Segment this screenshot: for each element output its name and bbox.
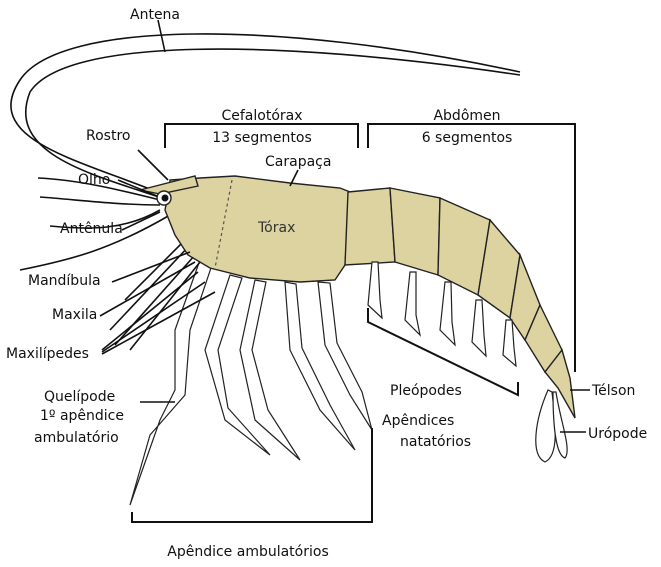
label-mandibula: Mandíbula [28,273,101,289]
label-quelipode-2: 1º apêndice [40,408,124,424]
antennule-1 [37,177,161,201]
pleopod-1 [367,261,383,320]
label-uropode: Urópode [588,426,647,442]
abdomen [344,187,576,419]
label-apendices-2: natatórios [400,434,471,450]
leader-maxilipedes-3 [101,291,216,355]
leader-antenula [121,211,161,231]
label-torax: Tórax [257,220,295,236]
leader-lines [99,19,590,433]
label-maxila: Maxila [52,307,97,323]
uropod-2 [552,391,568,459]
carapace-groove [214,179,233,269]
leader-olho [117,179,158,197]
leader-maxila [99,261,196,317]
label-rostro: Rostro [86,128,130,144]
antenna-long [10,33,521,196]
brackets [131,123,576,523]
antennule-3 [49,209,161,229]
label-quelipode-1: Quelípode [44,389,115,405]
uropod-1 [535,389,556,463]
antenna-second [19,214,171,271]
bracket-abdomen [367,123,576,372]
telson [544,348,576,419]
eye-pupil [161,194,169,202]
label-ambulatorios: Apêndice ambulatórios [167,544,329,560]
label-apendices-1: Apêndices [382,413,454,429]
label-maxilipedes: Maxilípedes [6,346,89,362]
abdomen-seg-2 [389,187,441,276]
label-telson: Télson [591,383,635,399]
label-olho: Olho [78,172,110,188]
leader-maxilipedes-2 [101,281,206,353]
carapace [164,175,351,283]
abdomen-seg-1 [344,187,396,266]
leg-3 [239,279,301,461]
uropods [535,389,568,463]
bracket-pleopodes [367,308,519,397]
label-antenula: Antênula [60,221,123,237]
rostrum [139,175,199,195]
maxilliped-3 [129,261,201,351]
bracket-cefalotorax [164,123,359,148]
leader-rostro [137,149,169,181]
pleopod-4 [471,299,487,358]
walking-legs [129,259,373,506]
leg-2 [204,274,271,456]
label-quelipode-3: ambulatório [34,430,119,446]
antenna-group [10,33,521,271]
pleopod-3 [439,281,456,347]
label-cefalotorax-2: 13 segmentos [212,130,312,146]
label-abdomen-1: Abdômen [433,108,500,124]
leg-4 [284,281,356,451]
pleopods [367,261,517,368]
leader-mandibula [111,251,191,283]
leader-carapaca [289,169,299,187]
label-carapaca: Carapaça [265,154,331,170]
label-pleopodes: Pleópodes [390,383,462,399]
leader-antena [157,19,166,53]
antennule-2 [39,196,161,206]
pleopod-2 [404,271,421,337]
label-abdomen-2: 6 segmentos [422,130,513,146]
pleopod-5 [502,319,517,368]
label-cefalotorax-1: Cefalotórax [221,108,302,124]
label-antena: Antena [130,7,180,23]
bracket-ambulatorios [131,428,373,523]
maxilla-part [124,239,186,301]
leg-cheliped [129,259,213,506]
leg-5 [317,281,373,431]
labels: Antena Rostro Olho Antênula Mandíbula Ma… [6,7,647,560]
antenna-long-inner [24,48,521,201]
leader-maxilipedes-1 [101,271,199,351]
